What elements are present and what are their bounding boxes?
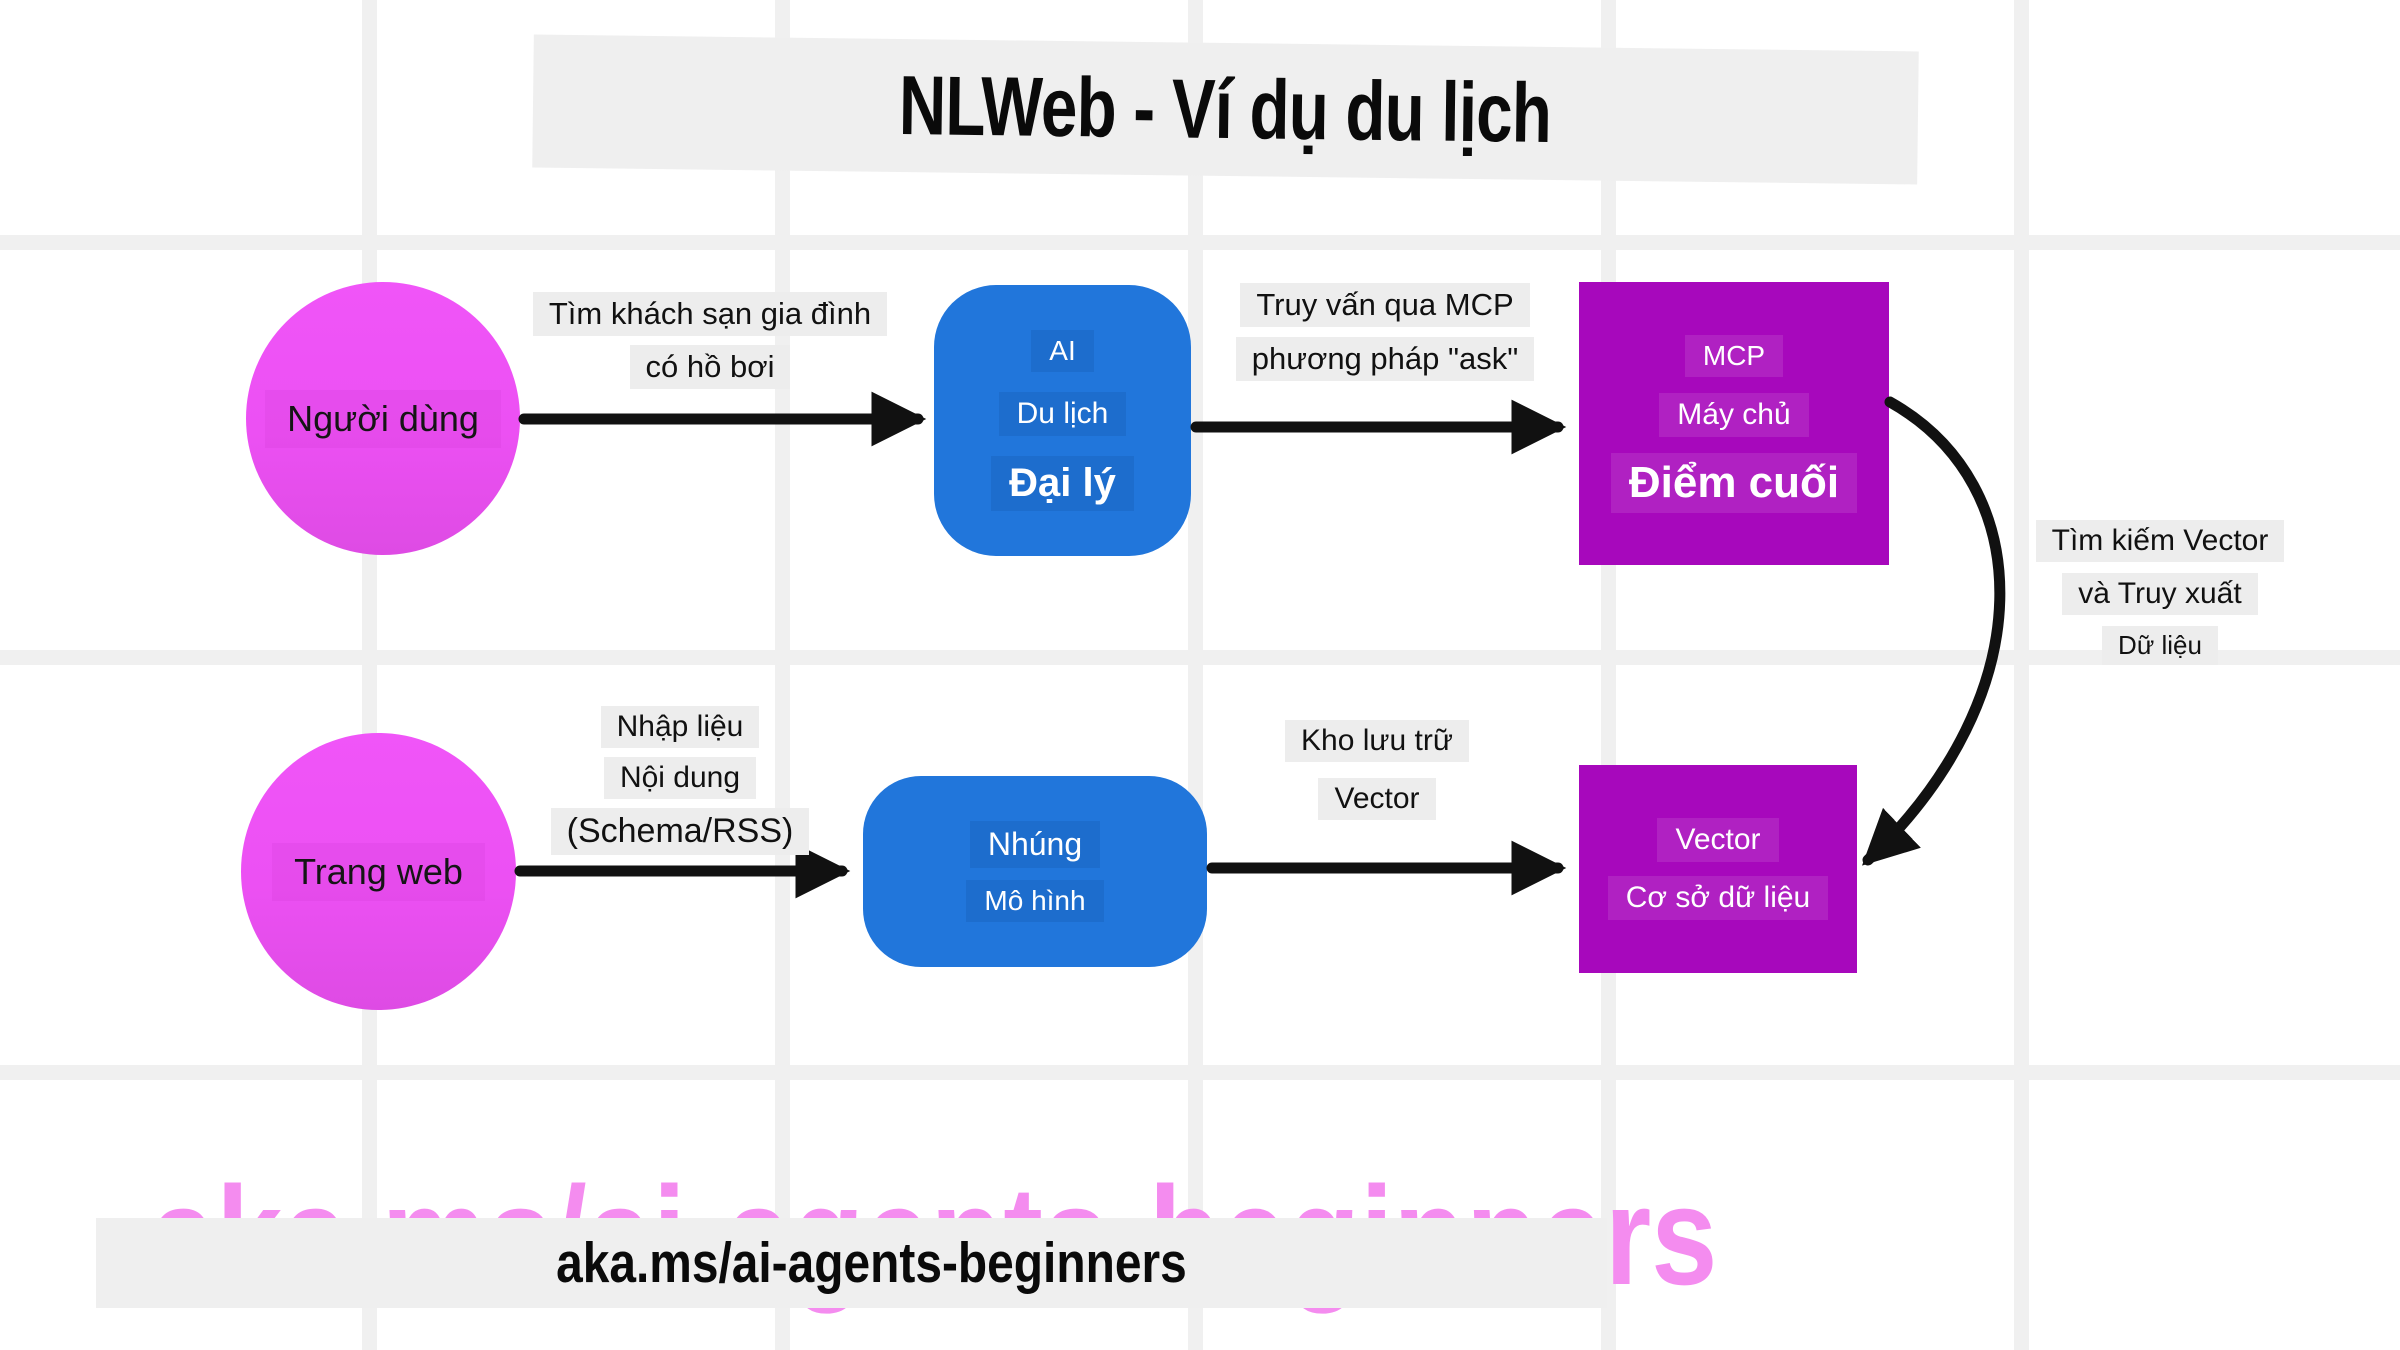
user-node-label: Người dùng — [265, 389, 501, 448]
grid-line-horizontal — [0, 235, 2400, 250]
mcp-line-3: Điểm cuối — [1610, 452, 1858, 513]
edge-label-line: (Schema/RSS) — [550, 808, 810, 855]
edge-label-line: Tìm khách sạn gia đình — [532, 292, 888, 336]
edge-label-embedding-to-vectordb: Kho lưu trữ Vector — [1252, 720, 1502, 820]
grid-line-vertical — [2014, 0, 2029, 1350]
page-title: NLWeb - Ví dụ du lịch — [898, 58, 1553, 160]
title-banner: NLWeb - Ví dụ du lịch — [532, 34, 1919, 185]
embedding-line-1: Nhúng — [969, 821, 1101, 868]
mcp-line-1: MCP — [1684, 334, 1784, 377]
edge-label-line: Nội dung — [603, 757, 757, 799]
mcp-line-2: Máy chủ — [1659, 392, 1809, 437]
ai-agent-line-2: Du lịch — [998, 392, 1127, 436]
edge-label-line: Vector — [1318, 778, 1436, 820]
grid-line-vertical — [1601, 0, 1616, 1350]
vectordb-line-1: Vector — [1657, 818, 1779, 862]
ai-agent-line-1: AI — [1031, 330, 1094, 372]
edge-label-line: có hồ bơi — [629, 345, 791, 389]
edge-label-line: Tìm kiếm Vector — [2035, 520, 2285, 562]
grid-line-horizontal — [0, 1065, 2400, 1080]
grid-line-vertical — [1188, 0, 1203, 1350]
grid-line-vertical — [362, 0, 377, 1350]
footer-link: aka.ms/ai-agents-beginners — [556, 1231, 1187, 1295]
ai-agent-line-3: Đại lý — [991, 456, 1134, 511]
edge-label-line: Kho lưu trữ — [1285, 720, 1469, 762]
edge-label-user-to-agent: Tìm khách sạn gia đình có hồ bơi — [505, 292, 915, 389]
edge-label-line: phương pháp "ask" — [1235, 337, 1535, 381]
ai-travel-agent-node: AI Du lịch Đại lý — [934, 285, 1191, 556]
edge-label-mcp-to-vectordb: Tìm kiếm Vector và Truy xuất Dữ liệu — [2000, 520, 2320, 665]
footer-banner: aka.ms/ai-agents-beginners — [96, 1218, 1607, 1308]
edge-label-line: và Truy xuất — [2062, 573, 2258, 615]
edge-label-agent-to-mcp: Truy vấn qua MCP phương pháp "ask" — [1205, 283, 1565, 381]
vector-database-node: Vector Cơ sở dữ liệu — [1579, 765, 1857, 973]
website-node-label: Trang web — [272, 842, 485, 901]
embedding-model-node: Nhúng Mô hình — [863, 776, 1207, 967]
website-node: Trang web — [241, 733, 516, 1010]
embedding-line-2: Mô hình — [966, 880, 1104, 922]
vectordb-line-2: Cơ sở dữ liệu — [1607, 876, 1829, 920]
grid-line-vertical — [775, 0, 790, 1350]
edge-label-line: Nhập liệu — [600, 706, 760, 748]
mcp-server-endpoint-node: MCP Máy chủ Điểm cuối — [1579, 282, 1889, 565]
user-node: Người dùng — [246, 282, 520, 555]
edge-label-website-to-embedding: Nhập liệu Nội dung (Schema/RSS) — [500, 706, 860, 855]
grid-line-horizontal — [0, 650, 2400, 665]
edge-label-line: Dữ liệu — [2102, 626, 2218, 665]
edge-label-line: Truy vấn qua MCP — [1240, 283, 1530, 327]
